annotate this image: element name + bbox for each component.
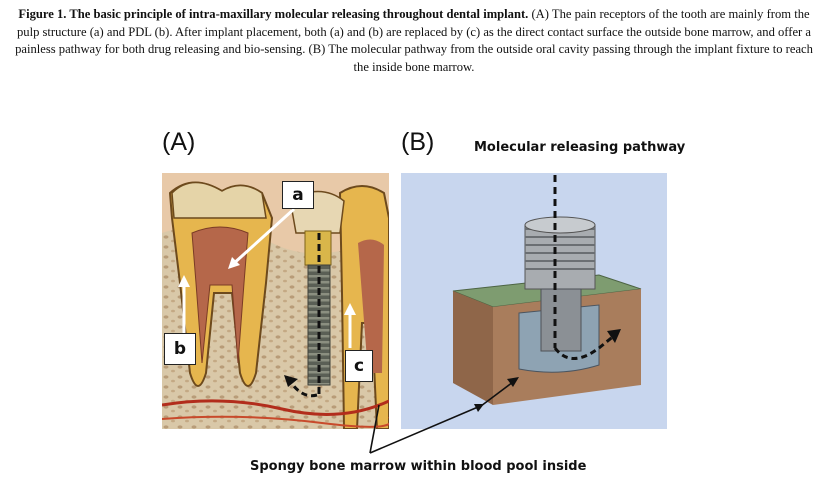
label-a: a: [282, 181, 314, 209]
panel-a-title: (A): [162, 128, 196, 156]
spongy-bone-label: Spongy bone marrow within blood pool ins…: [250, 459, 587, 474]
label-b: b: [164, 333, 196, 365]
arrowhead-c: [344, 303, 356, 315]
block-front-brown: [453, 291, 493, 405]
release-arrowhead: [284, 375, 298, 387]
figure-caption: Figure 1. The basic principle of intra-m…: [14, 6, 814, 76]
enamel-left: [171, 181, 267, 219]
implant-cross-section: [401, 173, 667, 429]
label-c: c: [345, 350, 373, 382]
tooth-illustration: [162, 173, 389, 429]
caption-lead: Figure 1. The basic principle of intra-m…: [18, 7, 529, 21]
molecular-pathway-label: Molecular releasing pathway: [474, 140, 686, 155]
implant-body: [524, 224, 596, 290]
implant-top: [524, 216, 596, 234]
marrow-pointer-arrowhead: [507, 377, 519, 387]
release-arrow: [288, 380, 318, 398]
caption-body: (A) The pain receptors of the tooth are …: [15, 7, 813, 74]
panel-b-title: (B): [401, 128, 435, 156]
implant-shaft: [540, 288, 582, 352]
arrowhead-b: [178, 275, 190, 287]
pathway-curve: [553, 333, 616, 360]
arrow-a: [230, 207, 296, 267]
arrowhead-a: [228, 257, 240, 269]
blood-vessel: [162, 399, 389, 416]
pulp-right: [358, 239, 384, 373]
pathway-arrowhead: [607, 329, 621, 343]
